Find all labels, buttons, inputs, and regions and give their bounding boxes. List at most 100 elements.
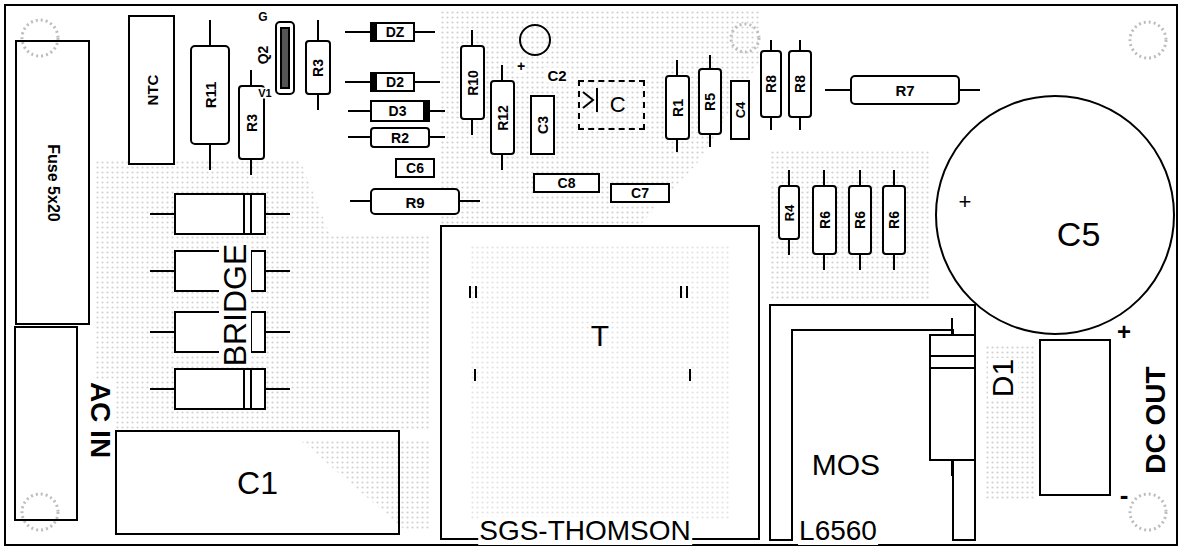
transistor-outline [276,22,294,94]
component-body: R4 [778,185,800,240]
copper-area [470,245,730,520]
component-body: R10 [460,45,485,120]
part-designator: Fuse 5x20 [45,144,61,221]
part-designator: R6 [853,211,867,229]
part-designator: R10 [466,70,480,96]
component-outline: C8 [533,173,600,193]
silkscreen-label: V1 [257,88,272,99]
copper-area [770,150,930,300]
part-designator: R12 [496,105,510,131]
component-body: C4 [730,80,750,140]
component-body: R3 [305,40,331,95]
part-designator: R4 [783,204,796,221]
part-designator: D3 [389,104,407,118]
diode-lead [150,214,290,389]
part-designator: R3 [311,59,325,77]
silkscreen-label: Q2 [256,45,270,66]
component-outline: DZ [370,22,415,42]
silkscreen-label: C2 [546,68,567,83]
part-designator: R6 [818,211,832,229]
transistor-body [281,28,289,88]
silkscreen-label: + [516,59,526,73]
component-body: R6 [812,185,837,255]
part-designator: R7 [895,83,914,98]
silkscreen-label: + [958,191,973,213]
silkscreen-label: DC OUT [1142,365,1170,474]
silkscreen-label: AC IN [86,381,114,459]
part-designator: DZ [386,25,405,39]
component-outline: R9 [370,188,460,215]
part-designator: R6 [887,211,901,229]
copper-area [440,10,760,225]
board-outline [5,5,1177,545]
part-designator: R9 [405,194,424,209]
part-designator: NTC [144,75,159,106]
component-outline: T [440,225,760,540]
component-outline: C7 [610,183,670,203]
part-designator: D2 [386,75,404,89]
component-outline: R2 [370,127,430,148]
part-designator: C3 [536,116,550,134]
silkscreen-label: L6560 [798,517,878,545]
component-leads [150,20,980,476]
part-designator: T [591,321,609,351]
silkscreen-label: G [257,11,268,23]
mounting-hole [731,24,759,52]
component-body: R12 [490,80,515,155]
component-body: R8 [760,50,782,118]
component-body: R11 [190,45,230,145]
silkscreen-label: - [1119,482,1130,508]
component-outline: C1 [115,430,400,535]
component-body: R1 [665,75,690,140]
part-designator: R2 [391,131,409,145]
silkscreen-label: SGS-THOMSON [478,517,692,545]
mounting-hole [22,494,58,530]
part-designator: R3 [245,114,259,132]
part-designator: R11 [203,82,218,109]
bridge-diodes [175,194,265,409]
silkscreen-label: + [1116,320,1132,344]
copper-traces [95,10,1035,530]
mosfet-outline [770,305,975,540]
component-outline: D3 [370,100,430,122]
component-body: Fuse 5x20 [15,40,90,325]
part-designator: R1 [671,99,685,117]
mounting-hole [22,20,58,56]
component-body: NTC [128,15,175,165]
part-designator: C [610,94,626,116]
capacitor-symbol [583,88,597,112]
mounting-holes [22,20,1166,530]
component-outline: C6 [395,158,435,178]
part-designator: C4 [734,102,747,119]
component-outline: MOS [770,305,975,540]
part-designator: C5 [1057,217,1100,251]
part-designator: C8 [558,176,576,190]
parts-outlines [15,22,1110,540]
part-designator: C6 [406,161,424,175]
mounting-hole [1130,22,1166,58]
part-designator: C7 [631,186,649,200]
component-body: R5 [698,68,722,135]
part-designator: MOS [812,450,880,480]
capacitor-outline: C5 [935,95,1175,335]
component-outline: C [578,80,645,130]
copper-area [300,440,430,530]
component-outline: D2 [370,72,415,92]
component-body: R6 [848,185,872,255]
component-body: C3 [530,95,555,155]
part-designator: R8 [764,75,778,93]
component-body: R8 [788,50,812,118]
component-outline: R7 [850,75,960,105]
capacitor-outline [520,25,550,55]
part-designator: R5 [703,93,717,111]
part-designator: R8 [793,75,807,93]
terminal-block [15,327,77,520]
copper-area [985,345,1035,500]
silkscreen-label: D1 [988,358,1018,398]
diode-body [930,335,975,460]
mounting-hole [1130,494,1166,530]
winding-mark [470,286,690,381]
